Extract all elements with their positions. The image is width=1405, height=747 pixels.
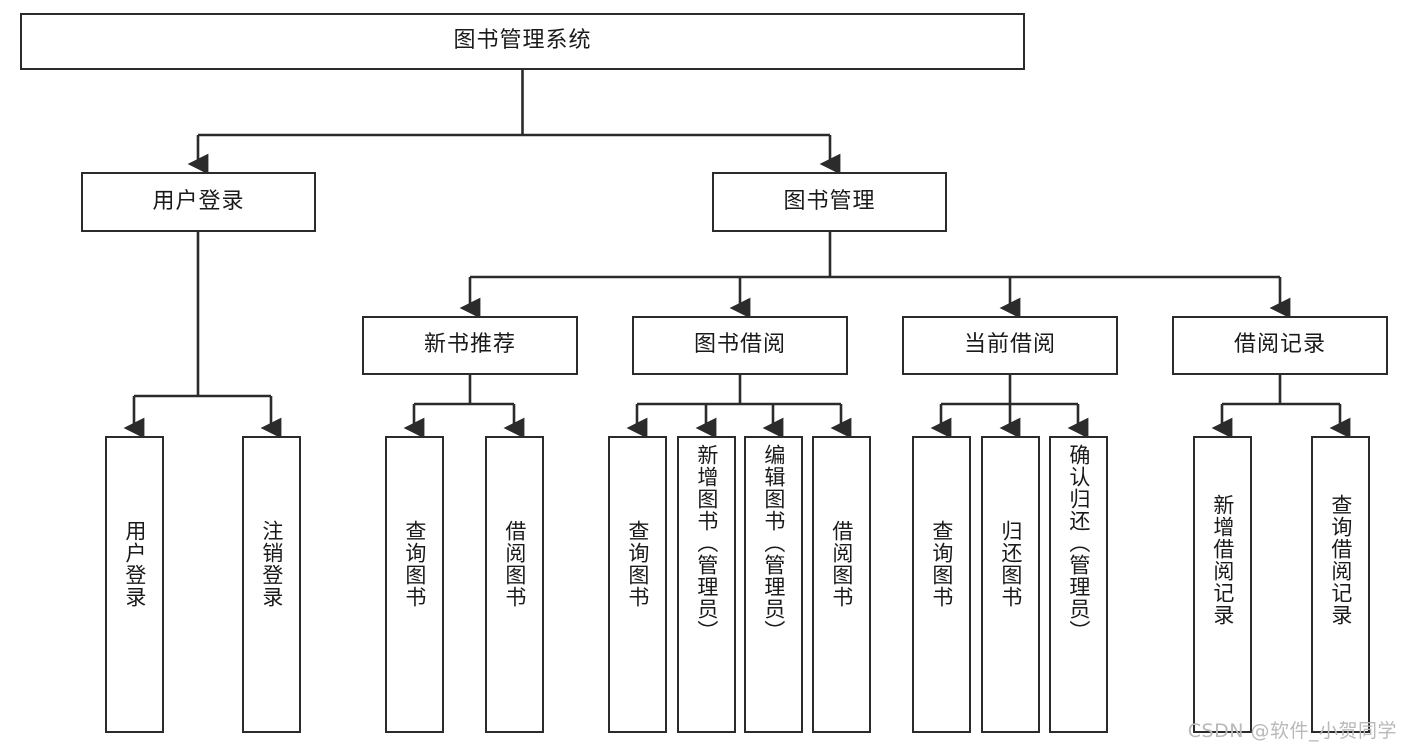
leaf-query-book-new-label: 查询图书 (402, 520, 427, 608)
node-current-borrow-label: 当前借阅 (963, 332, 1056, 358)
leaf-user-login[interactable]: 用户登录 (105, 436, 164, 733)
leaf-query-book-current[interactable]: 查询图书 (912, 436, 971, 733)
leaf-add-book-admin-label: 新增图书（管理员） (694, 444, 719, 642)
node-book-management[interactable]: 图书管理 (712, 172, 947, 232)
leaf-borrow-book[interactable]: 借阅图书 (812, 436, 871, 733)
node-new-book-recommend[interactable]: 新书推荐 (362, 316, 578, 375)
leaf-query-book-new[interactable]: 查询图书 (385, 436, 444, 733)
leaf-query-book-borrow-label: 查询图书 (625, 520, 650, 608)
leaf-user-login-label: 用户登录 (122, 520, 147, 608)
node-current-borrow[interactable]: 当前借阅 (902, 316, 1118, 375)
node-root[interactable]: 图书管理系统 (20, 13, 1025, 70)
leaf-confirm-return-admin[interactable]: 确认归还（管理员） (1049, 436, 1108, 733)
node-book-borrow-label: 图书借阅 (693, 332, 786, 358)
node-root-label: 图书管理系统 (453, 28, 592, 54)
node-user-login-label: 用户登录 (152, 188, 245, 214)
leaf-borrow-book-new-label: 借阅图书 (502, 520, 527, 608)
leaf-edit-book-admin-label: 编辑图书（管理员） (761, 444, 786, 642)
leaf-query-book-borrow[interactable]: 查询图书 (608, 436, 667, 733)
leaf-confirm-return-admin-label: 确认归还（管理员） (1066, 444, 1091, 642)
leaf-add-book-admin[interactable]: 新增图书（管理员） (677, 436, 736, 733)
node-new-book-recommend-label: 新书推荐 (423, 332, 516, 358)
leaf-edit-book-admin[interactable]: 编辑图书（管理员） (744, 436, 803, 733)
leaf-add-borrow-record[interactable]: 新增借阅记录 (1193, 436, 1252, 733)
leaf-borrow-book-new[interactable]: 借阅图书 (485, 436, 544, 733)
leaf-borrow-book-label: 借阅图书 (829, 520, 854, 608)
node-borrow-records[interactable]: 借阅记录 (1172, 316, 1388, 375)
leaf-add-borrow-record-label: 新增借阅记录 (1210, 494, 1235, 626)
node-book-management-label: 图书管理 (783, 188, 876, 214)
node-borrow-records-label: 借阅记录 (1233, 332, 1326, 358)
leaf-query-borrow-record[interactable]: 查询借阅记录 (1311, 436, 1370, 733)
leaf-return-book[interactable]: 归还图书 (981, 436, 1040, 733)
leaf-query-borrow-record-label: 查询借阅记录 (1328, 494, 1353, 626)
leaf-return-book-label: 归还图书 (998, 520, 1023, 608)
leaf-query-book-current-label: 查询图书 (929, 520, 954, 608)
node-user-login[interactable]: 用户登录 (81, 172, 316, 232)
leaf-logout-label: 注销登录 (259, 520, 284, 608)
leaf-logout[interactable]: 注销登录 (242, 436, 301, 733)
node-book-borrow[interactable]: 图书借阅 (632, 316, 848, 375)
